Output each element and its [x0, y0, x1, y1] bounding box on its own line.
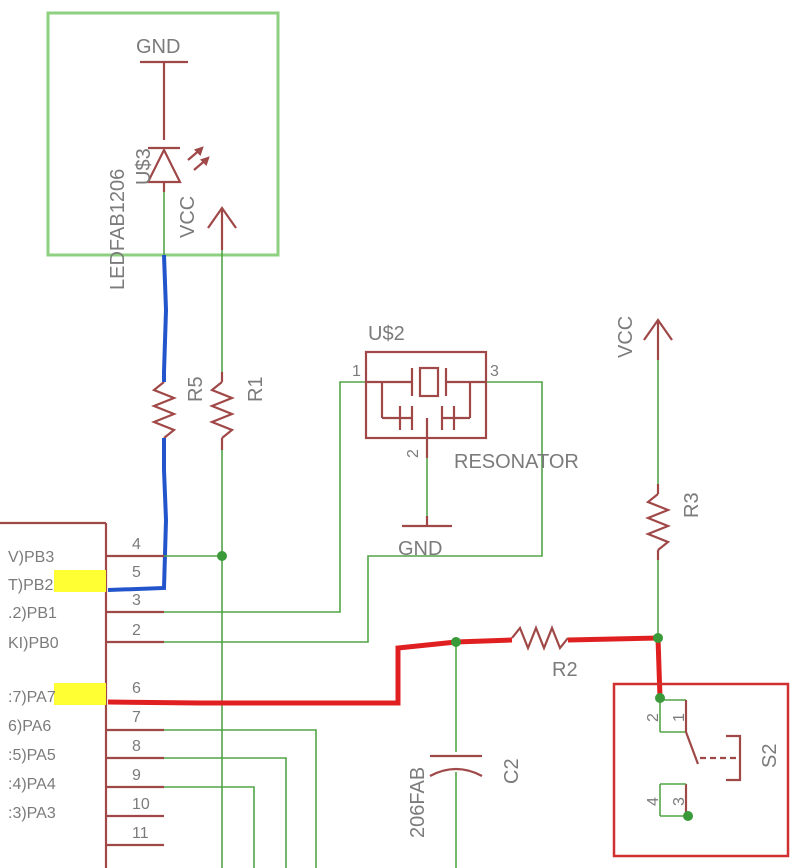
resonator-pin3-label: 3 [490, 363, 499, 380]
pin-label-pa3: :3)PA3 [8, 805, 56, 822]
switch-pin2-label: 2 [645, 713, 662, 722]
pa7-highlight [54, 683, 106, 705]
gnd-mid-label: GND [398, 538, 442, 560]
pin-label-pa6: 6)PA6 [8, 718, 51, 735]
resonator-value-label: RESONATOR [454, 451, 579, 473]
vcc-left-label: VCC [177, 196, 199, 238]
r3-label: R3 [681, 492, 703, 518]
resonator-pin2-label: 2 [405, 449, 422, 458]
s2-label: S2 [759, 744, 781, 768]
pb2-highlight [54, 570, 106, 592]
r5-label: R5 [185, 376, 207, 402]
led-group-box [46, 11, 280, 257]
junction-r3 [653, 633, 663, 643]
mcu-pin-labels: V)PB3 T)PB2 .2)PB1 KI)PB0 :7)PA7 6)PA6 :… [8, 549, 59, 822]
pin-number-3: 3 [132, 592, 141, 609]
pin-number-11: 11 [132, 825, 149, 842]
resonator-pin1-label: 1 [352, 363, 361, 380]
c2-value-label: 206FAB [407, 767, 429, 838]
mcu-pin-stubs [106, 554, 164, 847]
vcc-right-label: VCC [615, 316, 637, 358]
pin-label-pa7: :7)PA7 [8, 689, 56, 706]
pin-label-pb1: .2)PB1 [8, 605, 57, 622]
pin-number-8: 8 [132, 738, 141, 755]
junction-switch-bottom [683, 811, 693, 821]
pin-label-pb3: V)PB3 [8, 549, 54, 566]
red-trace [107, 637, 513, 706]
junction-c2 [451, 637, 461, 647]
pin-number-9: 9 [132, 767, 141, 784]
pin-label-pb0: KI)PB0 [8, 635, 59, 652]
led-symbol [146, 146, 210, 192]
resistor-r2 [511, 625, 569, 651]
blue-trace [162, 254, 169, 382]
resistor-r1 [209, 372, 235, 450]
pin-number-5: 5 [132, 564, 141, 581]
pin-label-pb2: T)PB2 [8, 577, 53, 594]
junction-pb3 [217, 551, 227, 561]
switch-pin3-label: 3 [671, 797, 688, 806]
switch-pin1-label: 1 [671, 713, 688, 722]
pin-number-10: 10 [132, 796, 150, 813]
gnd-top-label: GND [136, 36, 180, 58]
pin-number-4: 4 [132, 536, 141, 553]
switch-group-box [612, 682, 790, 858]
pin-label-pa4: :4)PA4 [8, 776, 56, 793]
switch-pin4-label: 4 [645, 797, 662, 806]
pin-number-7: 7 [132, 709, 141, 726]
led-value-label: LEDFAB1206 [107, 169, 129, 290]
pin-number-6: 6 [132, 680, 141, 697]
r1-label: R1 [245, 376, 267, 402]
junction-switch-top [655, 693, 665, 703]
capacitor-c2 [429, 754, 483, 777]
pin-number-2: 2 [132, 622, 141, 639]
vcc-arrow-right [643, 318, 673, 360]
vcc-arrow-left [207, 206, 237, 250]
resonator-u2 [364, 350, 488, 458]
resistor-r3 [645, 484, 671, 560]
resonator-name-label: U$2 [368, 323, 405, 345]
c2-label: C2 [501, 758, 523, 784]
r2-label: R2 [552, 659, 578, 681]
resistor-r5 [151, 381, 177, 439]
switch-s2 [659, 699, 742, 817]
pin-wires [164, 381, 543, 868]
led-name-label: U$3 [133, 148, 155, 185]
pin-label-pa5: :5)PA5 [8, 747, 56, 764]
mcu-pin-numbers: 4 5 3 2 6 7 8 9 10 11 [132, 536, 150, 842]
